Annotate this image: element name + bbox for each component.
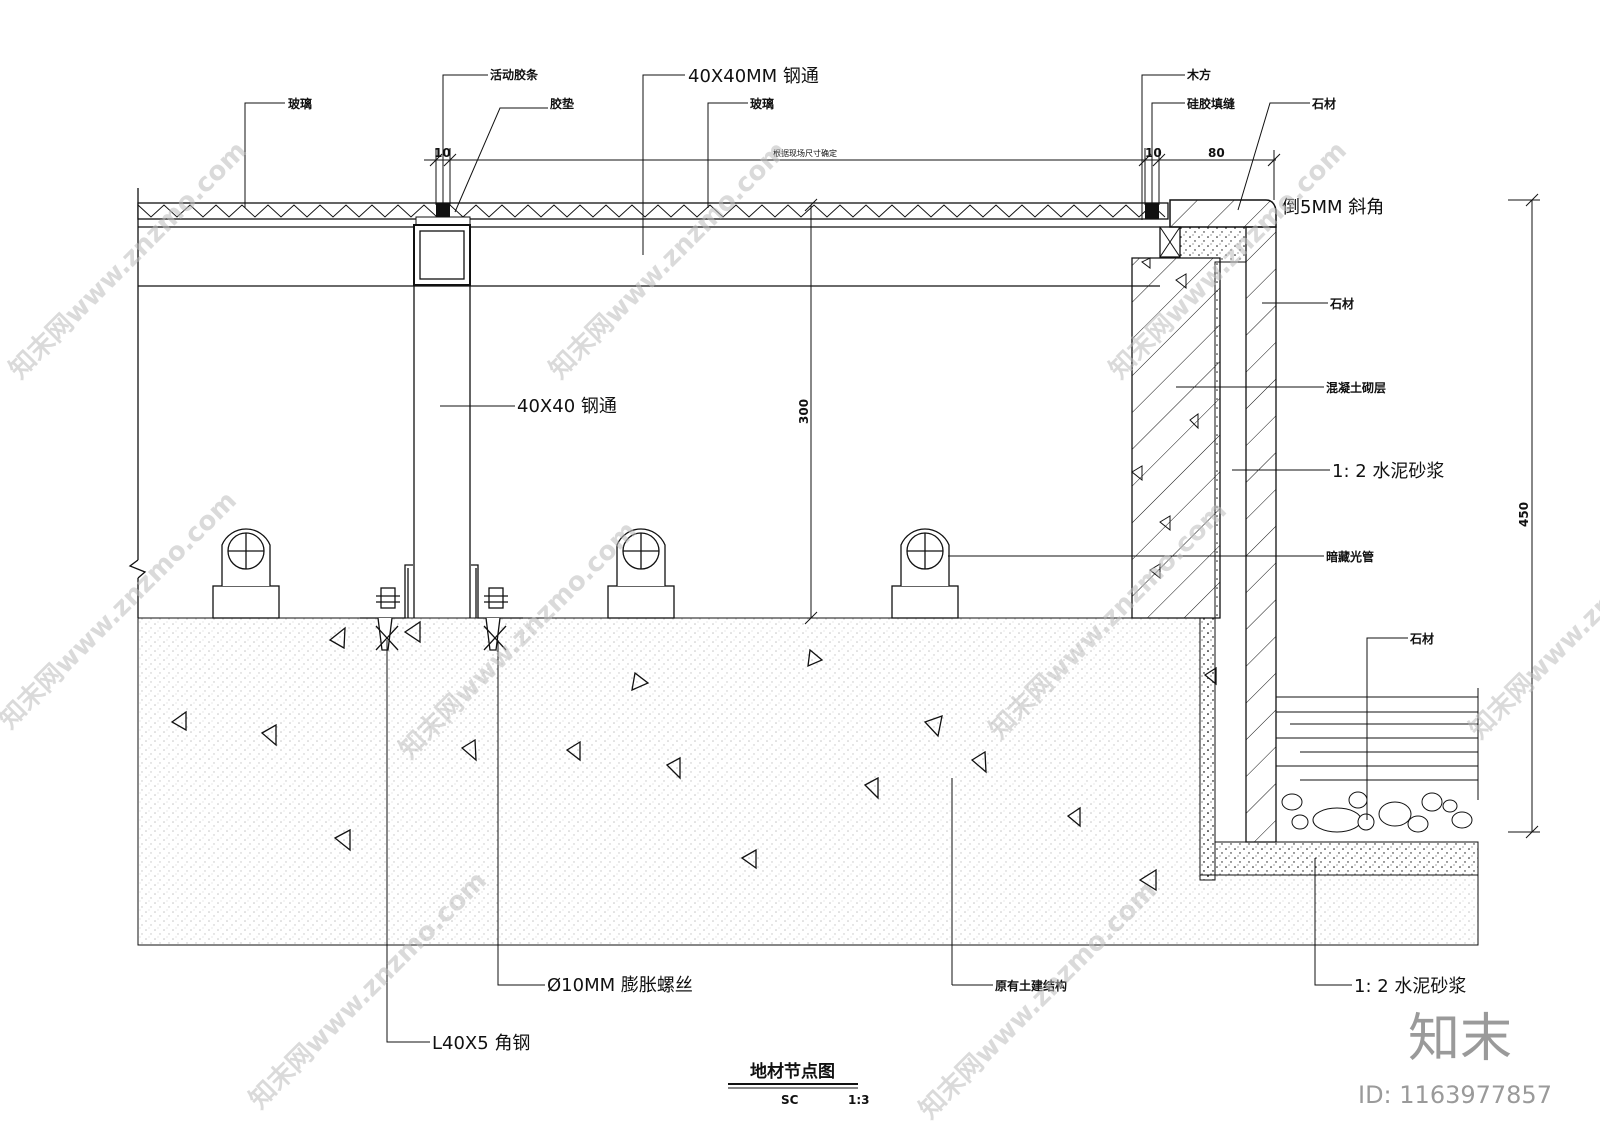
watermark-id: ID: 1163977857 (1358, 1081, 1552, 1109)
annotation-labels: 玻璃 活动胶条 胶垫 40X40MM 钢通 玻璃 木方 硅胶填缝 石材 倒5MM… (288, 66, 1466, 1054)
rubber-strip (415, 203, 1159, 226)
label-wood: 木方 (1186, 67, 1211, 82)
label-stone-top: 石材 (1311, 96, 1336, 111)
dim-450: 450 (1517, 502, 1531, 527)
label-structure: 原有土建结构 (995, 978, 1067, 993)
angle-steel-bolts (360, 564, 523, 651)
dim-span-note: 根据现场尺寸确定 (773, 148, 837, 158)
existing-structure-slab (137, 617, 1479, 946)
label-angle: L40X5 角钢 (432, 1033, 530, 1054)
stone-top-cap (1169, 199, 1277, 228)
dim-300: 300 (797, 399, 811, 424)
dim-left-10: 10 (434, 146, 451, 160)
label-concrete: 混凝土砌层 (1326, 380, 1386, 395)
label-stone-side: 石材 (1329, 296, 1354, 311)
label-steel-tube-top: 40X40MM 钢通 (688, 66, 819, 87)
wood-block (1159, 226, 1181, 258)
hidden-light-fixture-3 (891, 528, 959, 619)
dim-80: 80 (1208, 146, 1225, 160)
watermark-logo: 知末 (1408, 1009, 1512, 1069)
label-mortar-side: 1: 2 水泥砂浆 (1332, 461, 1444, 482)
hidden-light-fixture-1 (212, 528, 280, 619)
dimension-texts: 10 根据现场尺寸确定 10 80 300 450 (434, 146, 1531, 527)
label-stone-pool: 石材 (1409, 631, 1434, 646)
label-hidden-light: 暗藏光管 (1326, 549, 1374, 564)
dim-right-10: 10 (1145, 146, 1162, 160)
hidden-light-fixture-2 (607, 528, 675, 619)
scale-code: SC (781, 1093, 799, 1107)
scale-ratio: 1:3 (848, 1093, 870, 1107)
label-steel-tube-mid: 40X40 钢通 (517, 396, 617, 417)
leader-lines (244, 74, 1408, 1043)
stone-side-wall (1245, 226, 1277, 843)
glass-panel (137, 202, 1169, 220)
label-glass-mid: 玻璃 (750, 96, 774, 111)
drawing-title-block: 地材节点图 SC 1:3 (728, 1061, 870, 1107)
mortar-layer (1179, 226, 1479, 881)
watermark-text: 知末网www.znzmo.com (544, 136, 793, 385)
drawing-title: 地材节点图 (750, 1061, 835, 1082)
label-mortar-bottom: 1: 2 水泥砂浆 (1354, 976, 1466, 997)
label-rubber-strip: 活动胶条 (490, 67, 539, 82)
label-rubber-pad: 胶垫 (550, 96, 574, 111)
steel-tube-top (413, 224, 471, 286)
label-silicone: 硅胶填缝 (1187, 96, 1235, 111)
label-bevel: 倒5MM 斜角 (1282, 197, 1384, 218)
watermark-text: 知末网www.znzmo.com (4, 136, 253, 385)
label-bolt: Ø10MM 膨胀螺丝 (547, 975, 693, 996)
label-glass-left: 玻璃 (288, 96, 312, 111)
cavity-frame (128, 188, 1160, 618)
steel-post (407, 285, 477, 618)
dimension-lines (424, 148, 1540, 839)
pool-stone-fill (1276, 688, 1479, 833)
